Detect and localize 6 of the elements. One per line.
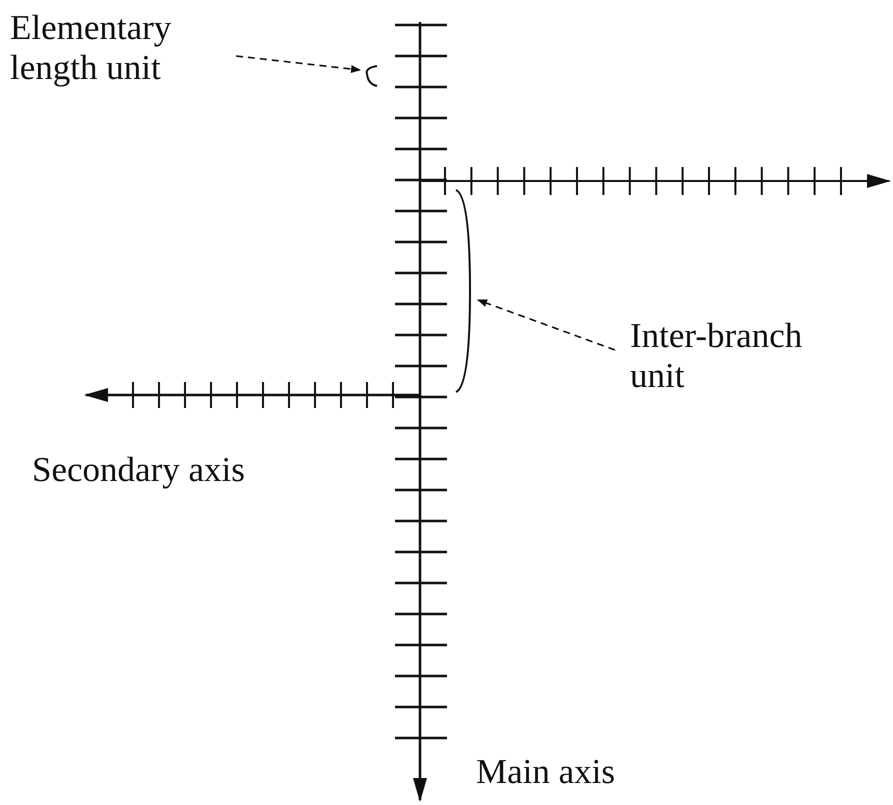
axis-label: Main axis [476,752,616,792]
leader-line [236,55,361,73]
callout-text: Elementary length unit [10,8,235,88]
axis-label: Secondary axis [32,450,245,490]
callout-text: Inter-branch unit [630,316,845,396]
leader-line [477,299,616,351]
